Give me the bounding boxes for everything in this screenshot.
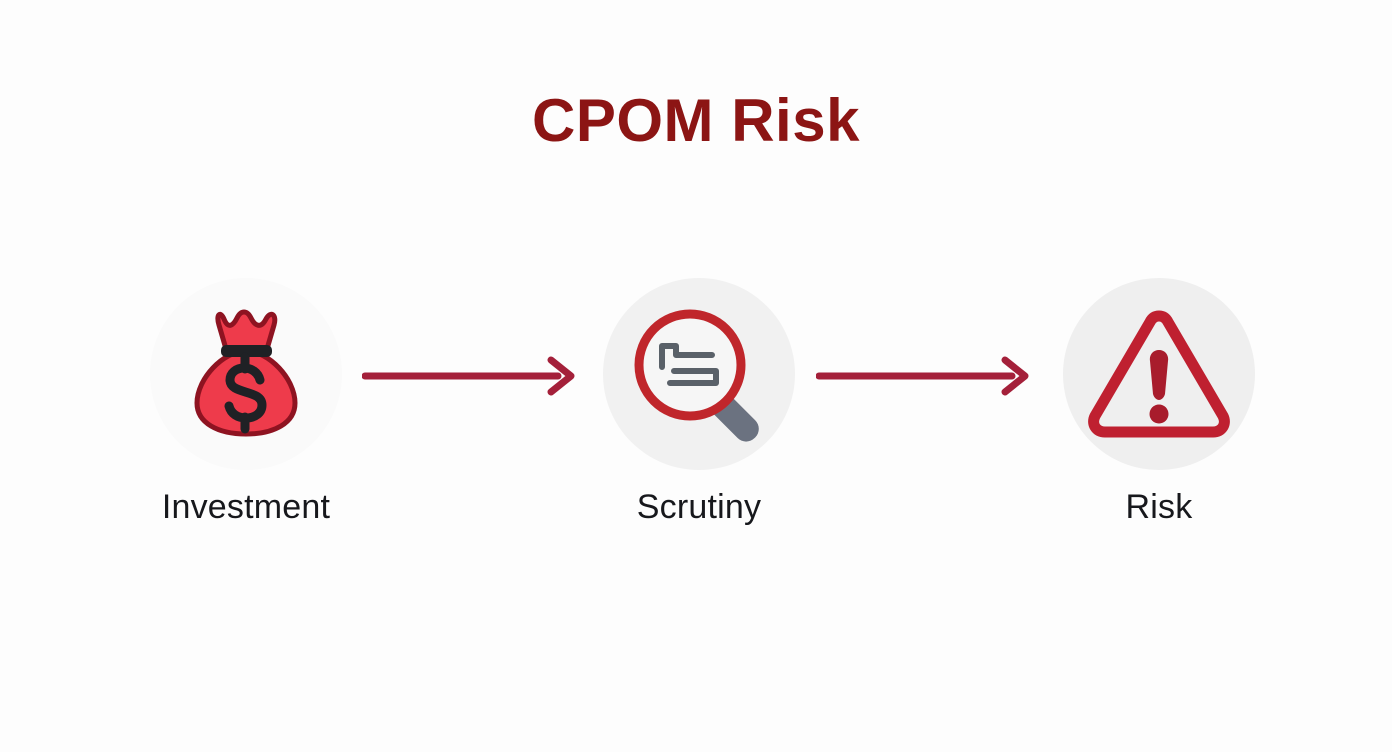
magnifying-glass-document-icon bbox=[624, 299, 774, 449]
arrow-investment-to-scrutiny bbox=[362, 356, 580, 396]
money-bag-icon bbox=[171, 299, 321, 449]
flow-step-label-risk: Risk bbox=[1125, 488, 1193, 526]
flow-step-label-investment: Investment bbox=[161, 488, 331, 526]
flow-step-risk[interactable]: Risk bbox=[1029, 278, 1289, 538]
scrutiny-icon-background bbox=[603, 278, 795, 470]
arrow-scrutiny-to-risk bbox=[816, 356, 1034, 396]
risk-icon-background bbox=[1063, 278, 1255, 470]
investment-icon-background bbox=[150, 278, 342, 470]
flow-step-scrutiny[interactable]: Scrutiny bbox=[569, 278, 829, 538]
flow-step-label-scrutiny: Scrutiny bbox=[636, 488, 762, 526]
flow-step-investment[interactable]: Investment bbox=[116, 278, 376, 538]
process-flow-diagram: Investment bbox=[0, 278, 1392, 538]
page-title: CPOM Risk bbox=[532, 87, 860, 154]
warning-triangle-icon bbox=[1083, 298, 1235, 450]
